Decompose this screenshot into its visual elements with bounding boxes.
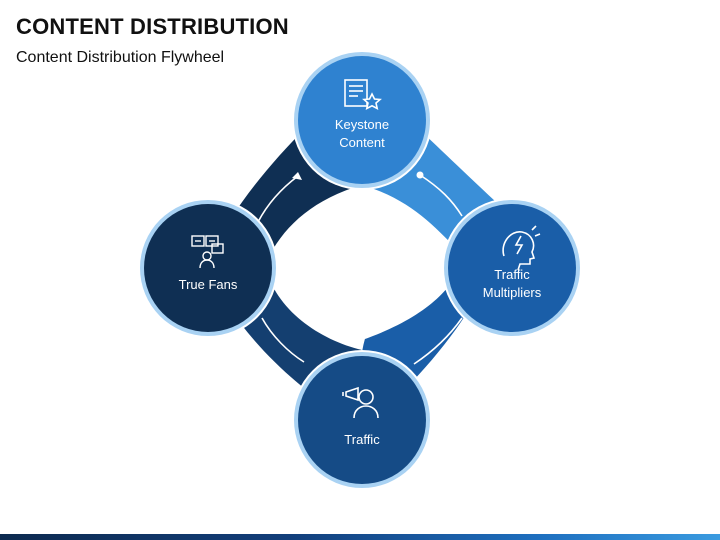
footer-bar — [0, 534, 720, 540]
inner-diamond — [268, 185, 460, 352]
person-megaphone-icon — [342, 386, 379, 419]
multipliers-node — [448, 204, 576, 332]
traffic-node — [298, 356, 426, 484]
arrow-head-fans-to-keystone — [292, 172, 302, 180]
fans-node — [144, 204, 272, 332]
head-lightning-icon — [502, 225, 541, 271]
keystone-node — [298, 56, 426, 184]
arrow-fans-to-keystone — [257, 175, 299, 223]
fans-label: True Fans — [178, 277, 238, 292]
traffic-label: Traffic — [344, 432, 380, 447]
arrow-multipliers-to-traffic — [413, 317, 463, 365]
page-subtitle: Content Distribution Flywheel — [16, 49, 225, 66]
arrow-keystone-to-multipliers — [419, 174, 463, 217]
arrow-start-dot — [416, 171, 424, 179]
arrow-traffic-to-fans — [261, 317, 305, 363]
document-star-icon — [344, 79, 382, 110]
fans-screens-icon — [191, 235, 224, 269]
page-title: CONTENT DISTRIBUTION — [16, 14, 289, 39]
